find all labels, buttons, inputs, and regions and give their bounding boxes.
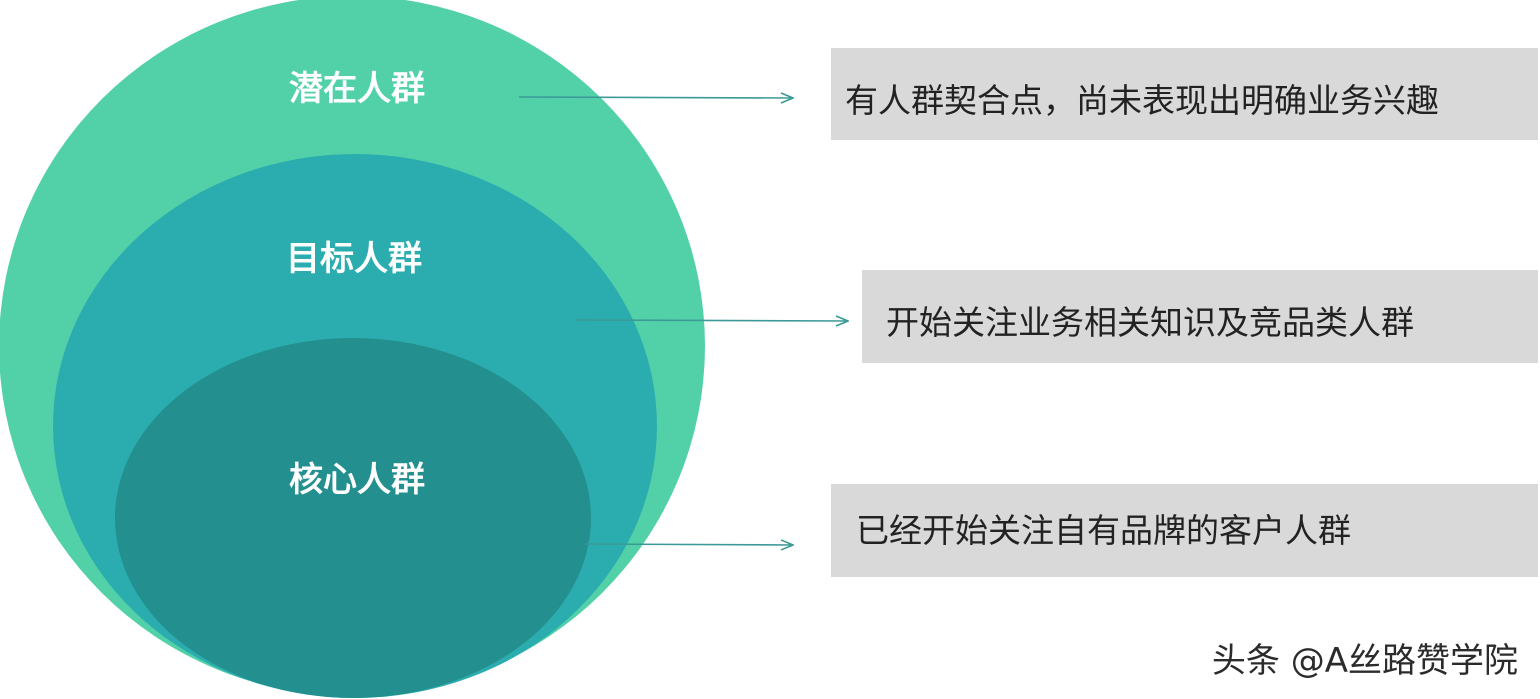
outer-description-text: 有人群契合点，尚未表现出明确业务兴趣 xyxy=(845,81,1439,120)
outer-layer-label: 潜在人群 xyxy=(289,69,425,109)
inner-layer-label: 核心人群 xyxy=(289,460,425,500)
inner-circle xyxy=(115,338,591,698)
inner-connector-arrow xyxy=(584,544,793,545)
outer-connector-arrow xyxy=(518,97,793,98)
inner-description-text: 已经开始关注自有品牌的客户人群 xyxy=(856,511,1351,550)
watermark-text: 头条 @A丝路赞学院 xyxy=(1212,641,1518,681)
middle-layer-label: 目标人群 xyxy=(286,239,422,279)
middle-connector-arrow xyxy=(574,320,848,321)
middle-description-box xyxy=(862,270,1538,363)
outer-description-box xyxy=(831,48,1538,140)
middle-description-text: 开始关注业务相关知识及竞品类人群 xyxy=(886,303,1414,342)
inner-description-box xyxy=(831,484,1538,577)
